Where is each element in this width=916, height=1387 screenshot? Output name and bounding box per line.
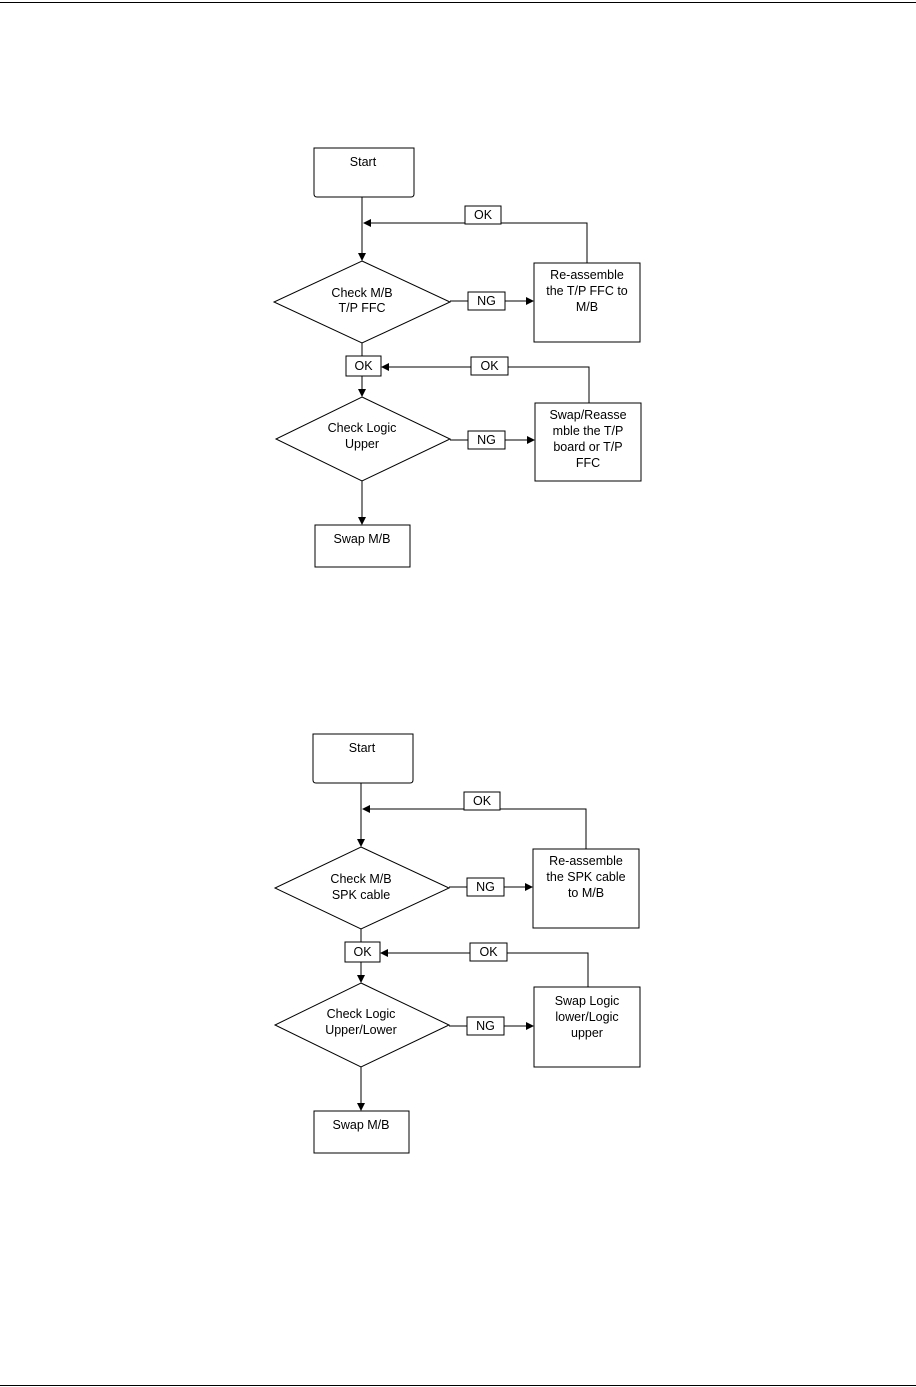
decision-2-line-2: Upper xyxy=(345,437,379,451)
ng-label-box xyxy=(466,877,505,897)
action-2-line-4: FFC xyxy=(576,456,600,470)
end-label: Swap M/B xyxy=(333,1118,390,1132)
arrowhead xyxy=(525,883,533,891)
ok-label: OK xyxy=(479,945,498,959)
arrowhead xyxy=(358,517,366,525)
ok-label-box xyxy=(463,791,501,811)
action-swap-logic xyxy=(533,986,641,1068)
decision-2-line-1: Check Logic xyxy=(327,1007,396,1021)
connector-ok-loop-2 xyxy=(389,366,590,403)
connector-ok-loop-2 xyxy=(388,952,589,987)
end-swap-mb xyxy=(313,1110,410,1154)
end-label: Swap M/B xyxy=(334,532,391,546)
connector-ok-loop-1 xyxy=(371,222,588,263)
start-label: Start xyxy=(350,155,377,169)
start-label: Start xyxy=(349,741,376,755)
action-2-line-3: board or T/P xyxy=(553,440,622,454)
arrowhead xyxy=(362,805,370,813)
end-swap-mb xyxy=(314,524,411,568)
action-2-line-1: Swap Logic xyxy=(555,994,620,1008)
action-1-line-1: Re-assemble xyxy=(550,268,624,282)
arrowhead xyxy=(381,363,389,371)
ok-label: OK xyxy=(473,794,492,808)
ng-label-box xyxy=(466,1016,505,1036)
action-2-line-2: lower/Logic xyxy=(555,1010,618,1024)
arrowhead xyxy=(526,297,534,305)
ok-label: OK xyxy=(480,359,499,373)
decision-1-line-1: Check M/B xyxy=(331,286,392,300)
decision-1-line-2: T/P FFC xyxy=(339,301,386,315)
ok-label-box xyxy=(470,356,509,376)
start-terminal xyxy=(313,147,415,198)
ok-label: OK xyxy=(474,208,493,222)
action-2-line-2: mble the T/P xyxy=(553,424,624,438)
arrowhead xyxy=(358,253,366,261)
arrowhead xyxy=(527,436,535,444)
action-reassemble-spk xyxy=(532,848,640,929)
ok-label: OK xyxy=(354,359,373,373)
decision-2-line-2: Upper/Lower xyxy=(325,1023,397,1037)
ng-label: NG xyxy=(476,1019,495,1033)
action-swap-reassemble-board xyxy=(534,402,642,482)
bottom-rule xyxy=(0,1385,916,1386)
action-1-line-2: the SPK cable xyxy=(546,870,625,884)
action-1-line-2: the T/P FFC to xyxy=(546,284,628,298)
ng-label-box xyxy=(467,291,506,311)
action-1-line-3: M/B xyxy=(576,300,598,314)
connector-ok-loop-1 xyxy=(370,808,587,849)
action-2-line-1: Swap/Reasse xyxy=(549,408,626,422)
ng-label: NG xyxy=(477,294,496,308)
top-rule xyxy=(0,2,916,3)
arrowhead xyxy=(380,949,388,957)
flowchart-speaker: Start Check M/B SPK cable NG Re-assemble… xyxy=(273,733,641,1154)
decision-1-line-1: Check M/B xyxy=(330,872,391,886)
decision-1-line-2: SPK cable xyxy=(332,888,390,902)
ok-label: OK xyxy=(353,945,372,959)
arrowhead xyxy=(357,975,365,983)
arrowhead xyxy=(358,389,366,397)
arrowhead xyxy=(357,1103,365,1111)
ng-label: NG xyxy=(476,880,495,894)
arrowhead xyxy=(526,1022,534,1030)
start-terminal xyxy=(312,733,414,784)
action-1-line-3: to M/B xyxy=(568,886,604,900)
action-reassemble-ffc xyxy=(533,262,641,343)
ng-label: NG xyxy=(477,433,496,447)
decision-2-line-1: Check Logic xyxy=(328,421,397,435)
action-1-line-1: Re-assemble xyxy=(549,854,623,868)
arrowhead xyxy=(363,219,371,227)
ok-label-box xyxy=(344,941,381,963)
action-2-line-3: upper xyxy=(571,1026,603,1040)
ok-label-box xyxy=(469,942,508,962)
flowchart-touchpad: Start Check M/B T/P FFC NG Re-assemble t… xyxy=(272,147,642,568)
ng-label-box xyxy=(467,430,506,450)
ok-label-box xyxy=(345,355,382,377)
arrowhead xyxy=(357,839,365,847)
ok-label-box xyxy=(464,205,502,225)
